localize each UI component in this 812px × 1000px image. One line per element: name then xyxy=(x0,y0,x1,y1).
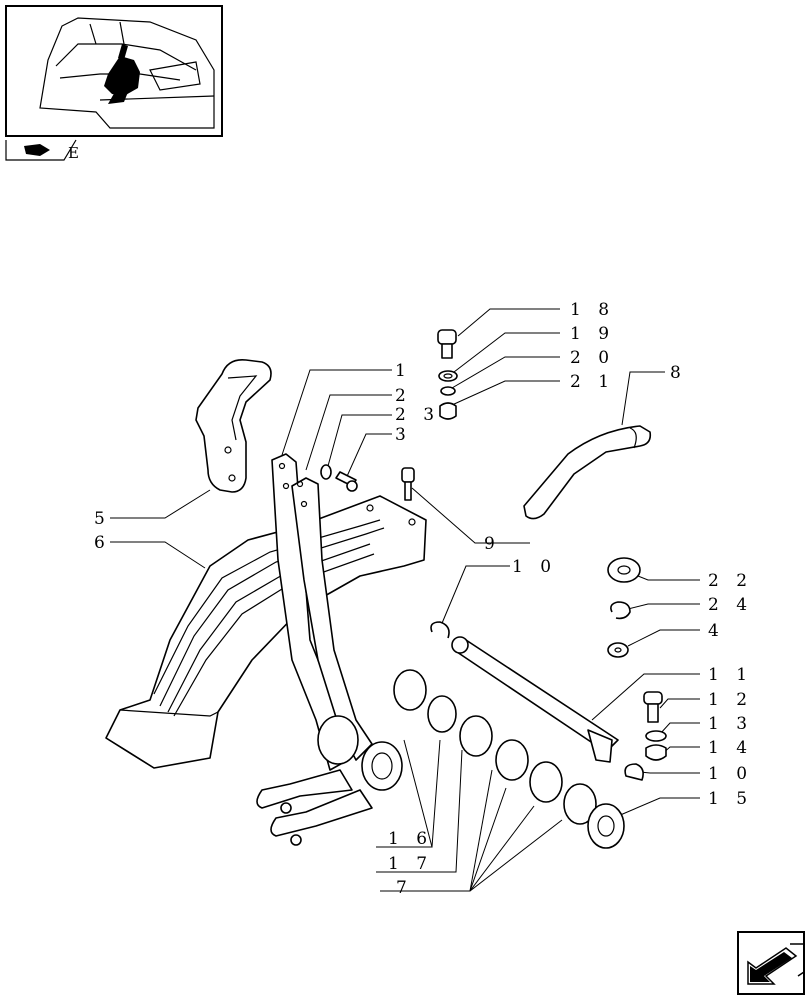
location-thumbnail xyxy=(5,5,223,137)
callout-22: 2 2 xyxy=(708,571,753,591)
pad-cover-part-8 xyxy=(523,425,652,520)
section-tag: E xyxy=(5,139,79,162)
callout-13: 1 3 xyxy=(708,714,753,734)
callout-12: 1 2 xyxy=(708,690,753,710)
leader-lines xyxy=(110,308,700,892)
bolt-part-3 xyxy=(320,464,358,492)
pedal-pad-part-5 xyxy=(195,358,272,493)
callout-14: 1 4 xyxy=(708,738,753,758)
callout-4: 4 xyxy=(708,621,725,641)
callout-10-top: 1 0 xyxy=(512,557,557,577)
callout-24: 2 4 xyxy=(708,595,753,615)
callout-18: 1 8 xyxy=(570,300,615,320)
next-page-arrow-icon[interactable] xyxy=(737,931,805,995)
callout-6: 6 xyxy=(94,533,111,553)
pedal-levers-parts-1-2 xyxy=(256,453,403,846)
callout-19: 1 9 xyxy=(570,324,615,344)
section-code: E xyxy=(68,144,79,162)
callout-21: 2 1 xyxy=(570,372,615,392)
bushings-parts-7-15-16-17 xyxy=(393,669,625,849)
callout-8: 8 xyxy=(670,363,687,383)
shaft-part-11 xyxy=(430,621,644,781)
callout-16: 1 6 xyxy=(388,829,433,849)
washers-parts-22-24-4 xyxy=(607,557,641,658)
small-bolt-parts-12-14 xyxy=(643,691,667,761)
callout-10-bottom: 1 0 xyxy=(708,764,753,784)
pedal-base-part-6 xyxy=(105,495,427,769)
callout-15: 1 5 xyxy=(708,789,753,809)
screw-part-9 xyxy=(401,467,415,501)
callout-5: 5 xyxy=(94,509,111,529)
callout-20: 2 0 xyxy=(570,348,615,368)
callout-9: 9 xyxy=(484,534,501,554)
callout-11: 1 1 xyxy=(708,665,753,685)
callout-7: 7 xyxy=(396,878,413,898)
callout-17: 1 7 xyxy=(388,854,433,874)
callout-labels: 1 8 1 9 2 0 2 1 8 1 2 2 3 3 5 6 9 1 0 2 … xyxy=(94,300,753,898)
callout-3: 3 xyxy=(395,425,412,445)
bolt-stack-parts-18-21 xyxy=(437,329,458,420)
callout-23: 2 3 xyxy=(395,405,440,425)
callout-2: 2 xyxy=(395,386,412,406)
callout-1: 1 xyxy=(395,361,412,381)
